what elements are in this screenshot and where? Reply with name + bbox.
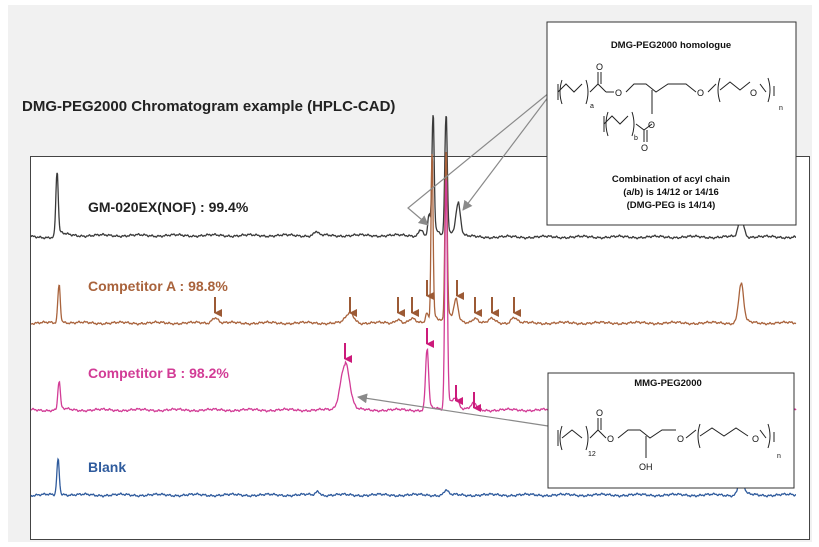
series-label-blank: Blank — [88, 459, 126, 475]
dmg-subscript-b: b — [634, 135, 638, 142]
dmg-box-title: DMG-PEG2000 homologue — [611, 40, 731, 51]
trace-blank — [30, 457, 796, 498]
dmg-subscript-n: n — [779, 105, 783, 112]
dmg-subscript-a: a — [590, 103, 594, 110]
mmg-subscript-12: 12 — [588, 451, 596, 458]
dmg-atom-o-ether: O — [697, 88, 704, 98]
series-label-competitor-b: Competitor B : 98.2% — [88, 365, 229, 381]
mmg-atom-o-ether: O — [677, 434, 684, 444]
callout-line-dmg-left — [407, 87, 556, 226]
trace-competitor-a — [30, 152, 797, 326]
dmg-atom-o-carbonyl2: O — [641, 143, 648, 153]
callout-line-mmg — [357, 393, 549, 427]
trace-gm — [30, 115, 796, 240]
series-label-gm: GM-020EX(NOF) : 99.4% — [88, 199, 249, 215]
mmg-structure — [557, 418, 775, 458]
dmg-atom-o-carbonyl: O — [596, 62, 603, 72]
mmg-box-title: MMG-PEG2000 — [634, 378, 702, 389]
mmg-atom-o-terminal: O — [752, 434, 759, 444]
competitor-b-impurity-arrows — [344, 328, 481, 412]
mmg-atom-o-carbonyl: O — [596, 408, 603, 418]
dmg-atom-o-terminal: O — [750, 88, 757, 98]
mmg-peg2000-box: MMG-PEG2000 O O O O OH 12 n — [547, 372, 795, 489]
dmg-note-line-3: (DMG-PEG is 14/14) — [627, 200, 716, 211]
dmg-atom-o-ester: O — [615, 88, 622, 98]
dmg-note-line-2: (a/b) is 14/12 or 14/16 — [623, 187, 719, 198]
dmg-peg2000-homologue-box: DMG-PEG2000 homologue — [546, 21, 797, 226]
mmg-hydroxyl-label: OH — [639, 462, 653, 472]
dmg-atom-o-ester2: O — [648, 120, 655, 130]
competitor-a-impurity-arrows — [214, 280, 521, 317]
dmg-note-line-1: Combination of acyl chain — [612, 174, 730, 185]
dmg-structure — [557, 72, 775, 142]
mmg-atom-o-ester: O — [607, 434, 614, 444]
callout-line-dmg-right — [462, 87, 556, 211]
callout-lines — [357, 87, 556, 427]
mmg-subscript-n: n — [777, 453, 781, 460]
chart-title: DMG-PEG2000 Chromatogram example (HPLC-C… — [22, 98, 396, 115]
series-label-competitor-a: Competitor A : 98.8% — [88, 278, 228, 294]
